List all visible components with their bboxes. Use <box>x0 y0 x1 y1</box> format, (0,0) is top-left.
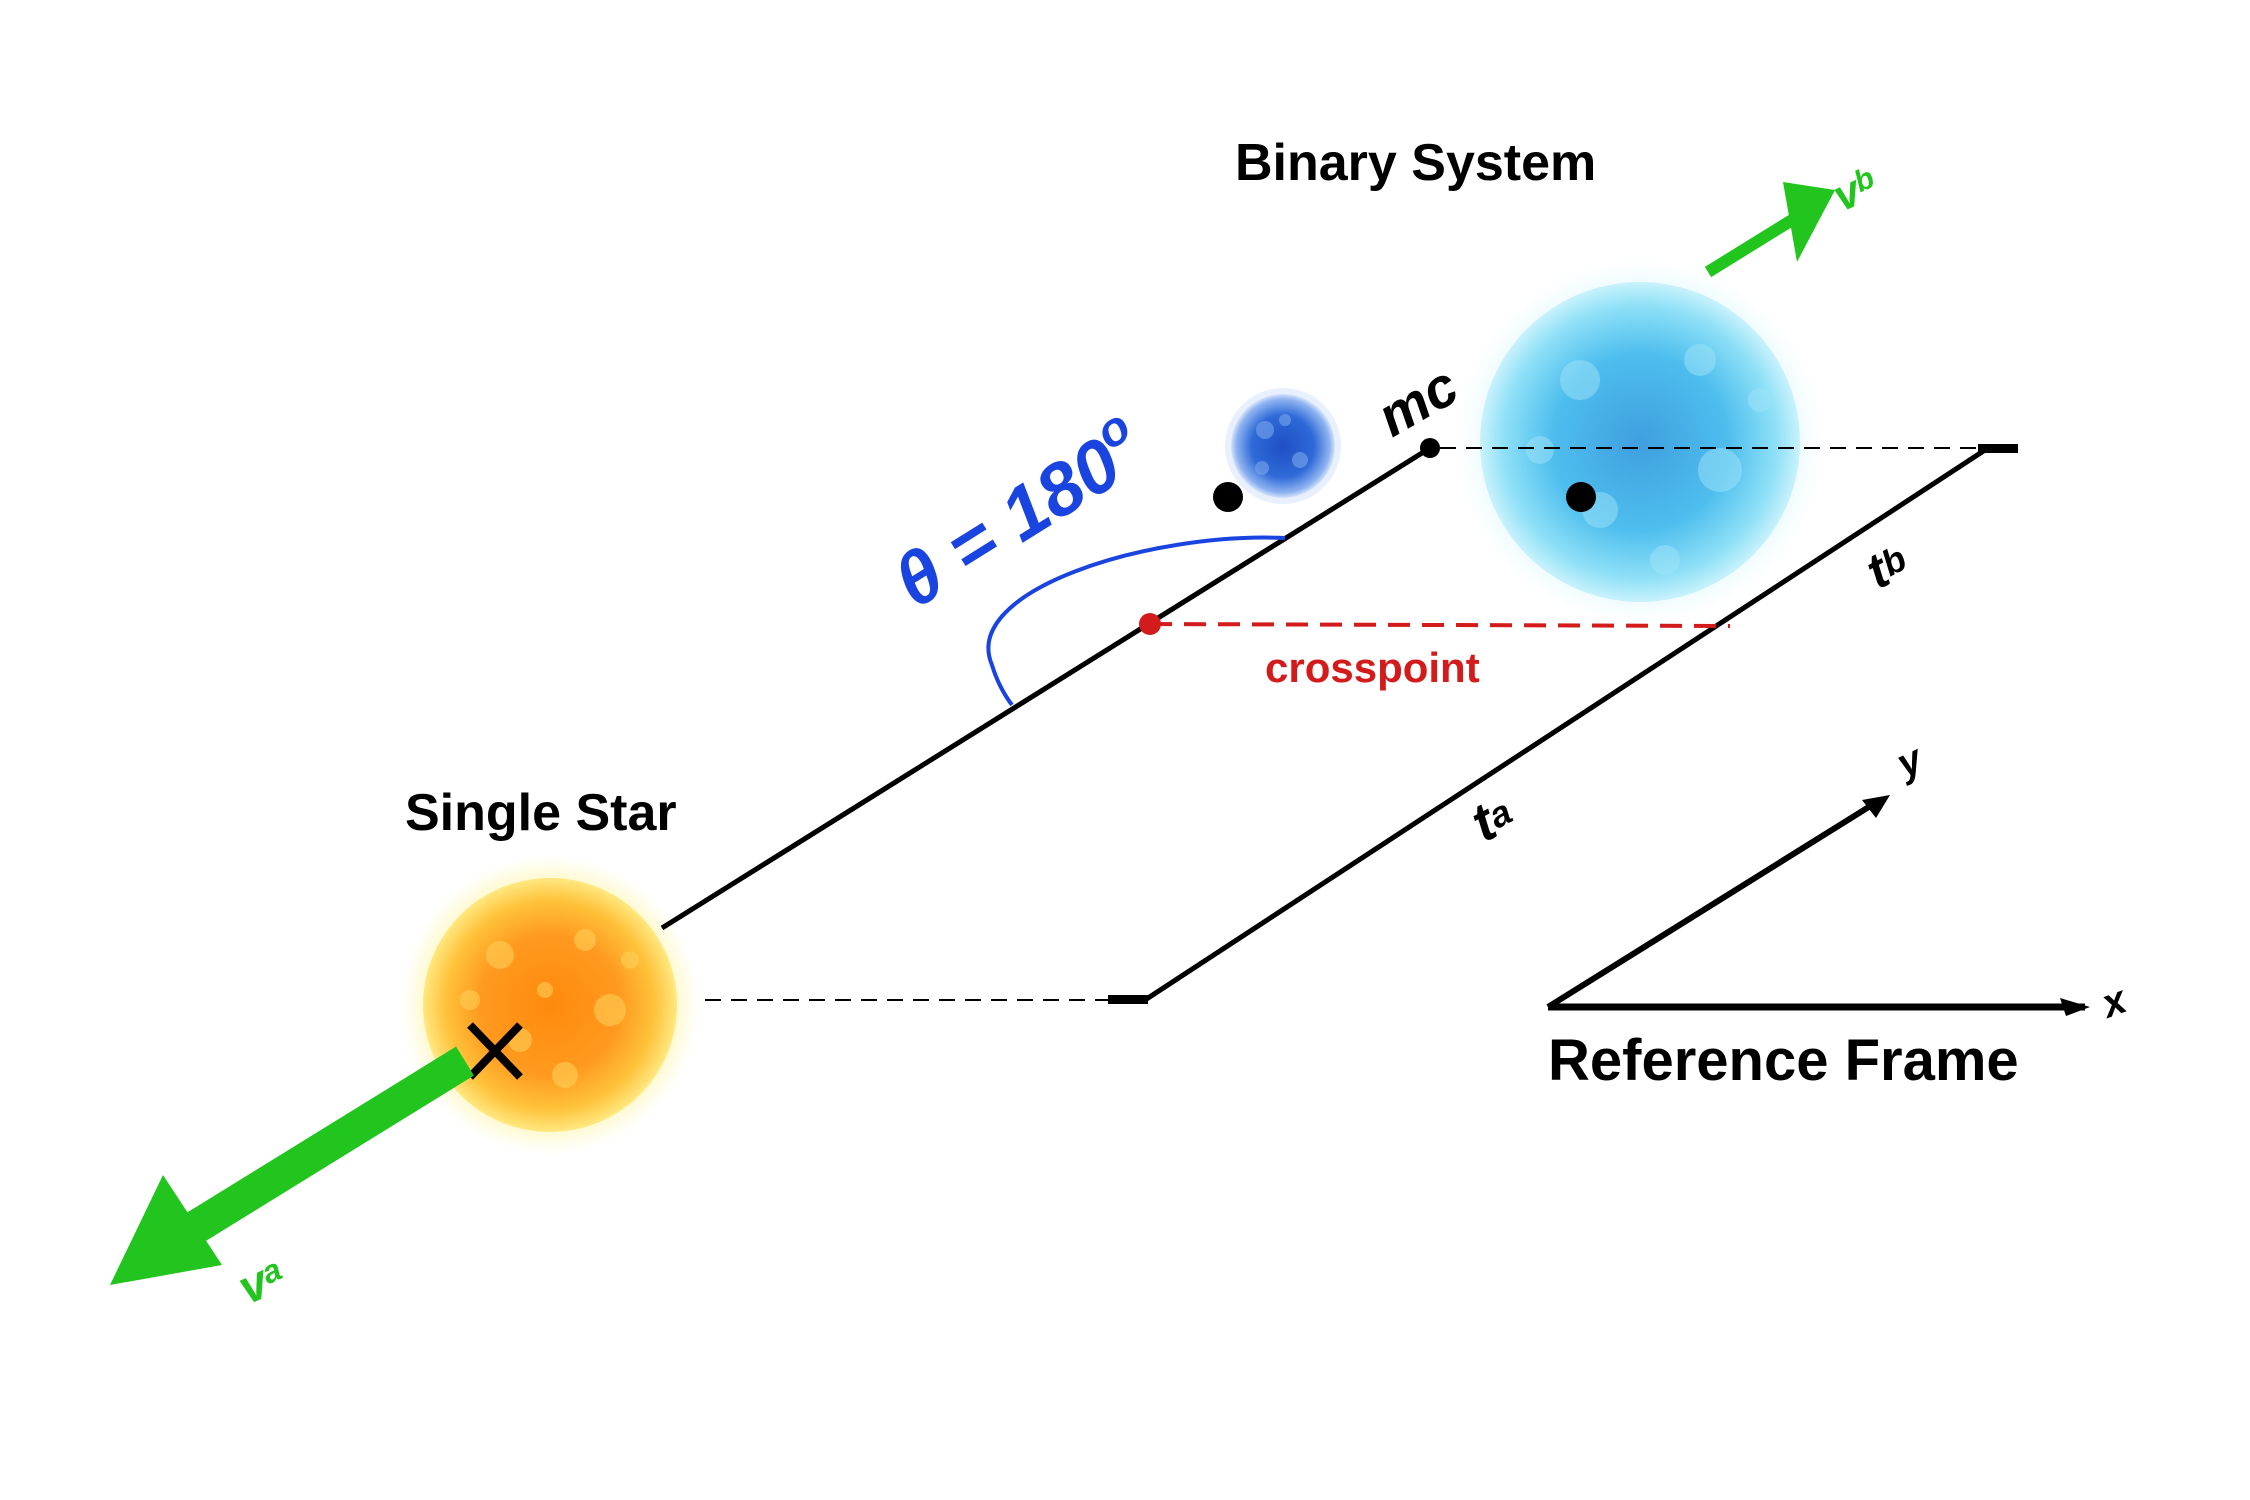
velocity-arrow-a <box>110 1046 474 1285</box>
svg-text:ta: ta <box>1461 783 1523 854</box>
theta-label: θ = 180o <box>876 400 1160 624</box>
reference-frame-label: Reference Frame <box>1548 1028 2019 1093</box>
svg-text:va: va <box>230 1248 293 1315</box>
svg-text:θ = 180o: θ = 180o <box>876 400 1160 624</box>
crosspoint-dashed-line <box>1149 622 1731 628</box>
v-b-label: vb <box>1826 159 1886 222</box>
theta-text: θ = 180 <box>879 421 1134 623</box>
reference-frame-axes <box>1546 795 2090 1016</box>
t-a-label: ta <box>1461 783 1523 854</box>
crosspoint-label: crosspoint <box>1265 644 1480 691</box>
v-a-label: va <box>230 1248 293 1315</box>
trajectory-line-binary <box>1143 447 1987 1003</box>
single-star-label: Single Star <box>405 784 677 842</box>
secondary-star-center-dot-icon <box>1213 482 1243 512</box>
crosspoint-dot <box>1139 613 1161 635</box>
trajectory-line-single-star <box>660 445 1432 931</box>
tick-lower <box>1108 995 1148 1004</box>
x-mark-icon <box>467 1022 523 1080</box>
axis-y-label: y <box>1888 736 1930 787</box>
tick-upper <box>1978 444 2018 453</box>
primary-star-center-dot-icon <box>1566 482 1596 512</box>
svg-text:vb: vb <box>1826 159 1886 222</box>
theta-angle-arc <box>986 535 1286 707</box>
center-of-mass-dot-icon <box>1420 438 1440 458</box>
velocity-arrow-b <box>1704 182 1835 278</box>
svg-text:tb: tb <box>1857 532 1917 600</box>
axis-x-label: x <box>2094 977 2133 1027</box>
mc-label: mc <box>1367 353 1469 448</box>
single-star <box>400 855 700 1155</box>
primary-star <box>1455 257 1825 627</box>
binary-system-label: Binary System <box>1235 134 1596 192</box>
t-b-label: tb <box>1857 532 1917 600</box>
secondary-star <box>1225 388 1341 504</box>
